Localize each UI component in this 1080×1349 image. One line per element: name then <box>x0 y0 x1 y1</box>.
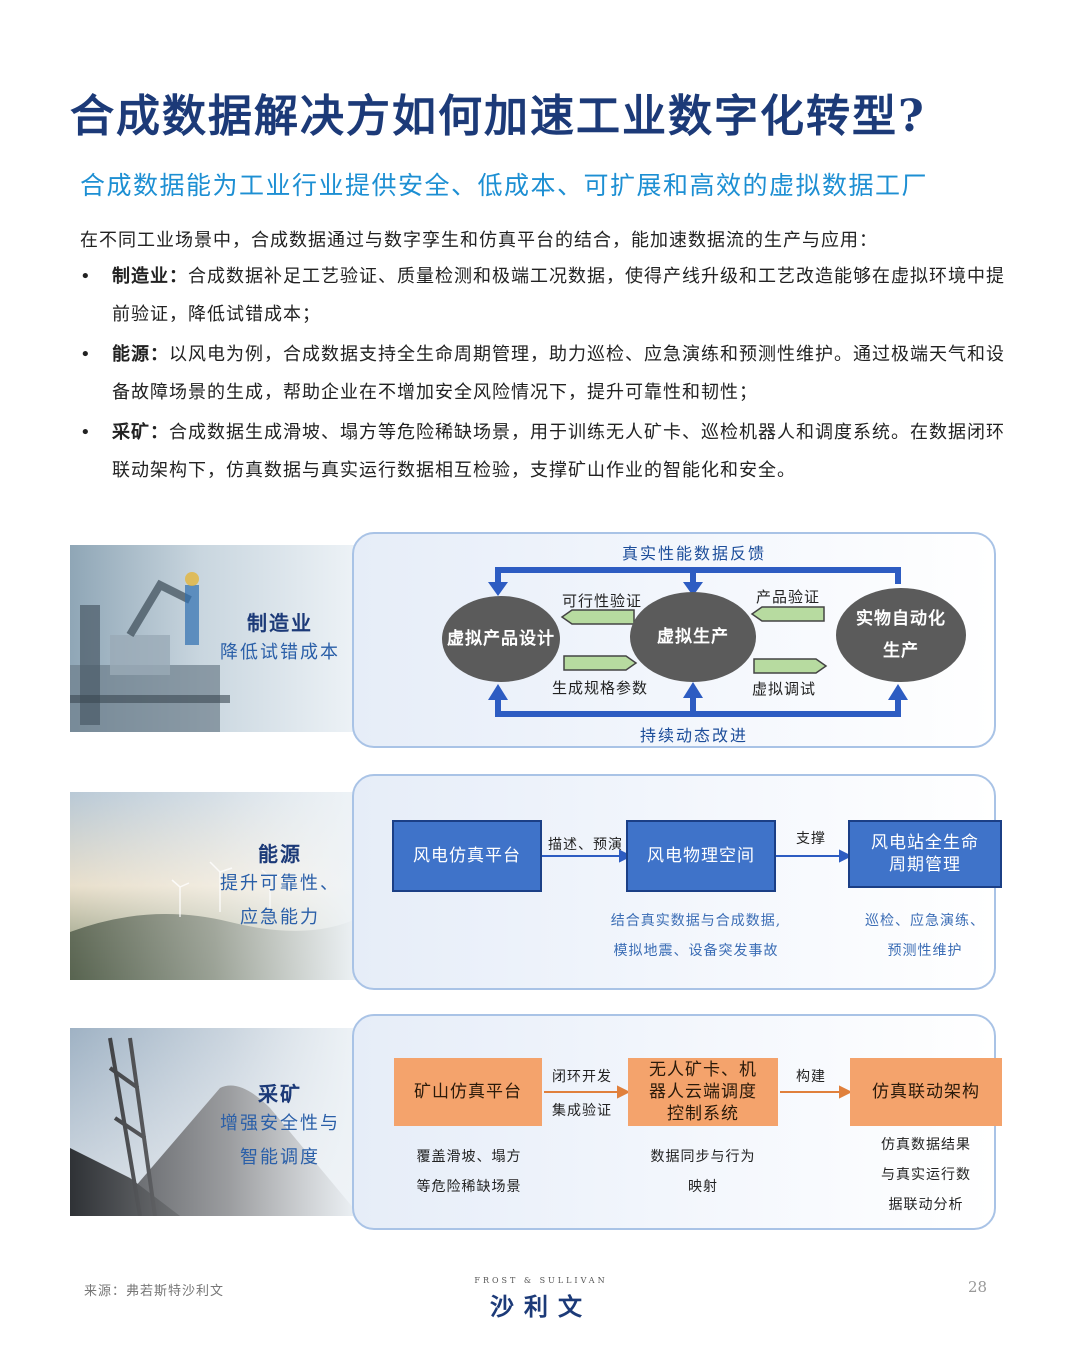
frost-sullivan-logo: FROST & SULLIVAN 沙利文 <box>456 1276 626 1322</box>
edge-label-integration: 集成验证 <box>552 1103 612 1119</box>
improve-label: 持续动态改进 <box>640 726 749 745</box>
bullet-head: 制造业： <box>112 266 188 287</box>
note-line: 预测性维护 <box>887 943 963 959</box>
arrow-label-product-verify: 产品验证 <box>756 588 821 606</box>
note-line: 覆盖滑坡、塌方 <box>416 1149 522 1165</box>
manufacturing-heading: 制造业 <box>247 611 313 635</box>
node-text: 实物自动化 <box>856 609 946 629</box>
edge-label-describe: 描述、预演 <box>548 837 623 853</box>
energy-note-2: 巡检、应急演练、 预测性维护 <box>848 906 1002 966</box>
mining-note-1: 覆盖滑坡、塌方 等危险稀缺场景 <box>394 1142 544 1202</box>
manufacturing-sub: 降低试错成本 <box>220 642 340 663</box>
mine-illustration <box>70 1028 360 1216</box>
logo-chinese: 沙利文 <box>490 1292 592 1321</box>
bullet-dot: • <box>80 422 92 443</box>
arrow-label-spec: 生成规格参数 <box>552 679 649 697</box>
note-line: 巡检、应急演练、 <box>865 913 985 929</box>
wind-physical-space-box: 风电物理空间 <box>626 820 776 892</box>
wind-lifecycle-box: 风电站全生命 周期管理 <box>848 820 1002 888</box>
energy-panel: 风电仿真平台 风电物理空间 风电站全生命 周期管理 描述、预演 支撑 结合真实数… <box>352 774 1002 990</box>
mining-panel: 矿山仿真平台 无人矿卡、机 器人云端调度 控制系统 仿真联动架构 闭环开发 集成… <box>352 1014 1002 1230</box>
mining-sub-line1: 增强安全性与 <box>220 1113 340 1134</box>
note-line: 仿真数据结果 <box>881 1137 971 1153</box>
bullet-energy: • 能源：以风电为例，合成数据支持全生命周期管理，助力巡检、应急演练和预测性维护… <box>80 336 1004 412</box>
node-physical-production: 实物自动化 生产 <box>836 588 966 682</box>
page-subtitle: 合成数据能为工业行业提供安全、低成本、可扩展和高效的虚拟数据工厂 <box>80 171 929 200</box>
bullet-body: 合成数据生成滑坡、塌方等危险稀缺场景，用于训练无人矿卡、巡检机器人和调度系统。在… <box>112 422 1005 481</box>
feedback-label: 真实性能数据反馈 <box>622 544 767 563</box>
energy-note-1: 结合真实数据与合成数据, 模拟地震、设备突发事故 <box>586 906 806 966</box>
bullet-mining: • 采矿：合成数据生成滑坡、塌方等危险稀缺场景，用于训练无人矿卡、巡检机器人和调… <box>80 414 1004 490</box>
wind-sim-platform-box: 风电仿真平台 <box>392 820 542 892</box>
manufacturing-photo: 制造业 降低试错成本 <box>70 545 360 732</box>
bullet-head: 采矿： <box>112 422 169 443</box>
mining-note-2: 数据同步与行为 映射 <box>628 1142 778 1202</box>
bullet-body: 合成数据补足工艺验证、质量检测和极端工况数据，使得产线升级和工艺改造能够在虚拟环… <box>112 266 1005 325</box>
sim-linkage-box: 仿真联动架构 <box>850 1058 1002 1126</box>
note-line: 结合真实数据与合成数据, <box>610 913 782 929</box>
factory-illustration <box>70 545 360 732</box>
energy-photo: 能源 提升可靠性、 应急能力 <box>70 792 360 980</box>
manufacturing-panel: 真实性能数据反馈 持续动态改进 虚拟产品设计 虚拟生产 实物自动化 生产 可行性… <box>352 532 996 748</box>
bullet-dot: • <box>80 266 92 287</box>
energy-sub-line2: 应急能力 <box>240 907 320 928</box>
arrow-label-virtual-debug: 虚拟调试 <box>752 680 817 698</box>
mining-heading: 采矿 <box>258 1082 302 1106</box>
logo-english: FROST & SULLIVAN <box>474 1276 608 1285</box>
edge-label-support: 支撑 <box>796 831 826 847</box>
bullet-body: 以风电为例，合成数据支持全生命周期管理，助力巡检、应急演练和预测性维护。通过极端… <box>112 344 1005 403</box>
node-virtual-design: 虚拟产品设计 <box>442 596 560 682</box>
intro-text: 在不同工业场景中，合成数据通过与数字孪生和仿真平台的结合，能加速数据流的生产与应… <box>80 230 878 251</box>
page-number: 28 <box>968 1278 988 1296</box>
note-line: 等危险稀缺场景 <box>416 1179 522 1195</box>
cloud-dispatch-box: 无人矿卡、机 器人云端调度 控制系统 <box>628 1058 778 1126</box>
bullet-dot: • <box>80 344 92 365</box>
mining-sub-line2: 智能调度 <box>240 1147 320 1168</box>
page-title: 合成数据解决方如何加速工业数字化转型? <box>70 91 926 142</box>
wind-farm-illustration <box>70 792 360 980</box>
note-line: 模拟地震、设备突发事故 <box>613 943 779 959</box>
box-text: 无人矿卡、机 <box>649 1060 757 1080</box>
note-line: 据联动分析 <box>888 1197 964 1213</box>
node-virtual-production: 虚拟生产 <box>630 592 756 682</box>
edge-label-build: 构建 <box>796 1069 826 1085</box>
energy-heading: 能源 <box>258 842 302 866</box>
energy-sub-line1: 提升可靠性、 <box>220 873 340 894</box>
box-text: 控制系统 <box>667 1104 739 1124</box>
mining-photo: 采矿 增强安全性与 智能调度 <box>70 1028 360 1216</box>
box-text: 周期管理 <box>889 855 961 875</box>
bullet-manufacturing: • 制造业：合成数据补足工艺验证、质量检测和极端工况数据，使得产线升级和工艺改造… <box>80 258 1004 334</box>
manufacturing-loop-diagram <box>488 567 908 717</box>
bullet-head: 能源： <box>112 344 169 365</box>
note-line: 映射 <box>688 1179 718 1195</box>
node-text: 生产 <box>883 641 919 661</box>
mining-note-3: 仿真数据结果 与真实运行数 据联动分析 <box>850 1130 1002 1220</box>
source-note: 来源：弗若斯特沙利文 <box>84 1284 225 1299</box>
arrow-label-feasibility: 可行性验证 <box>562 592 643 610</box>
note-line: 数据同步与行为 <box>650 1149 756 1165</box>
box-text: 风电站全生命 <box>871 833 979 853</box>
mine-sim-platform-box: 矿山仿真平台 <box>394 1058 542 1126</box>
energy-arrows <box>542 849 853 863</box>
mining-arrows <box>544 1085 853 1099</box>
box-text: 器人云端调度 <box>649 1082 757 1102</box>
edge-label-closed-loop: 闭环开发 <box>552 1069 612 1085</box>
note-line: 与真实运行数 <box>881 1167 971 1183</box>
